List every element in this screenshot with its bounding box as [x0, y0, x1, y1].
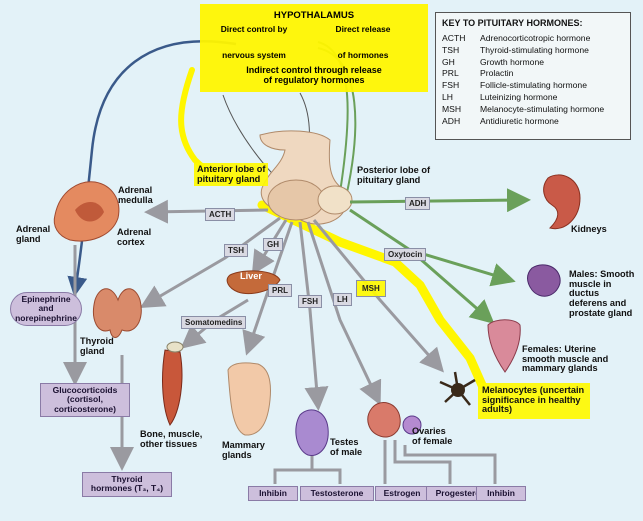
key-abbr: MSH [442, 103, 462, 114]
hypothalamus-title: HYPOTHALAMUS [273, 10, 355, 21]
tsh-tag: TSH [224, 244, 248, 257]
arrow-lh [306, 221, 382, 406]
key-name: Thyroid-stimulating hormone [480, 44, 589, 55]
key-row: MSH Melanocyte-stimulating hormone [442, 104, 624, 116]
indirect-control-label: Indirect control through release of regu… [246, 65, 382, 85]
inhibin-female-box: Inhibin [476, 486, 526, 502]
adh-tag: ADH [405, 197, 431, 210]
key-name: Adrenocorticotropic hormone [480, 33, 591, 43]
direct-control-label-1: Direct control by [220, 24, 288, 34]
key-abbr: GH [442, 56, 455, 67]
torso-shape [227, 362, 271, 436]
key-abbr: FSH [442, 80, 460, 91]
liver-label: Liver [240, 271, 262, 281]
key-abbr: PRL [442, 68, 459, 79]
key-row: TSH Thyroid-stimulating hormone [442, 45, 624, 57]
key-row: PRL Prolactin [442, 68, 624, 80]
prostate-shape [527, 264, 561, 297]
arrow-prl [242, 221, 294, 356]
hypothalamus-box: HYPOTHALAMUS Direct control by nervous s… [200, 4, 428, 92]
lh-tag: LH [333, 293, 352, 306]
direct-release-label-2: of hormones [337, 50, 389, 60]
uterus-shape [487, 319, 521, 373]
testosterone-box: Testosterone [300, 486, 374, 502]
direct-control-label-2: nervous system [222, 50, 286, 60]
key-name: Luteinizing hormone [480, 91, 558, 102]
posterior-lobe-shape [317, 185, 353, 215]
ovary-follicle [402, 415, 422, 435]
prl-tag: PRL [268, 284, 292, 297]
key-abbr: LH [442, 91, 453, 102]
inhibin-male-box: Inhibin [248, 486, 298, 502]
acth-tag: ACTH [205, 208, 236, 221]
mammary-glands-label: Mammary glands [222, 440, 265, 460]
anterior-lobe-label: Anterior lobe of pituitary gland [194, 163, 269, 187]
arrow-msh [312, 219, 444, 373]
msh-tag: MSH [356, 280, 386, 297]
posterior-lobe-label: Posterior lobe of pituitary gland [357, 165, 430, 185]
key-name: Prolactin [480, 68, 514, 79]
testes-hormone-lines [273, 455, 342, 484]
fsh-tag: FSH [298, 295, 322, 308]
direct-release-label-1: Direct release [335, 24, 391, 34]
thyroid-hormones-box: Thyroid hormones (T₃, T₄) [82, 472, 172, 497]
testes-shape [295, 409, 329, 457]
highlight-stroke-diagonal [257, 200, 487, 390]
key-row: GH Growth hormone [442, 57, 624, 69]
adrenal-medulla-label: Adrenal medulla [118, 185, 153, 205]
anterior-lobe-shape [267, 179, 325, 221]
thyroid-gland-label: Thyroid gland [80, 336, 114, 356]
bone-end-top [166, 341, 184, 353]
key-name: Antidiuretic hormone [480, 115, 559, 126]
ovary-shape [367, 402, 401, 438]
arrow-oxytocin-females [409, 248, 495, 324]
muscle-shape [162, 349, 183, 426]
glucocorticoids-box: Glucocorticoids (cortisol, corticosteron… [40, 383, 130, 418]
key-row: FSH Follicle-stimulating hormone [442, 80, 624, 92]
oxytocin-tag: Oxytocin [384, 248, 427, 261]
key-row: ADH Antidiuretic hormone [442, 116, 624, 128]
adrenal-cortex-label: Adrenal cortex [117, 227, 152, 247]
key-name: Follicle-stimulating hormone [480, 80, 587, 91]
key-title: KEY TO PITUITARY HORMONES: [442, 18, 583, 28]
key-abbr: TSH [442, 44, 460, 55]
arrow-adh [349, 188, 531, 213]
hormone-key: KEY TO PITUITARY HORMONES: ACTH Adrenocor… [435, 12, 631, 140]
key-name: Growth hormone [480, 56, 545, 67]
arrow-tsh [139, 216, 281, 309]
kidney-shape [543, 174, 581, 230]
key-name: Melanocyte-stimulating hormone [480, 103, 605, 114]
key-row: ACTH Adrenocorticotropic hormone [442, 33, 624, 45]
adrenal-gland-label: Adrenal gland [16, 224, 51, 244]
ovary-hormone-lines [383, 440, 497, 484]
gh-tag: GH [263, 238, 283, 251]
ovaries-label: Ovaries of female [412, 426, 453, 446]
melanocytes-label: Melanocytes (uncertain significance in h… [478, 383, 591, 419]
epinephrine-box: Epinephrine and norepinephrine [10, 292, 82, 327]
females-target-label: Females: Uterine smooth muscle and mamma… [522, 344, 609, 374]
arrow-oxytocin-males [349, 208, 516, 287]
neural-line [67, 40, 237, 297]
liver-shape [226, 270, 281, 294]
estrogen-box: Estrogen [375, 486, 429, 502]
kidneys-label: Kidneys [571, 224, 607, 234]
key-abbr: ACTH [442, 33, 466, 43]
adrenal-medulla-shape [75, 201, 104, 222]
melanocyte-processes [439, 371, 476, 406]
thyroid-shape [93, 288, 142, 338]
testes-label: Testes of male [330, 437, 363, 457]
bone-muscle-label: Bone, muscle, other tissues [140, 429, 203, 449]
somatomedins-tag: Somatomedins [181, 316, 247, 329]
key-row: LH Luteinizing hormone [442, 92, 624, 104]
males-target-label: Males: Smooth muscle in ductus deferens … [569, 269, 635, 318]
key-abbr: ADH [442, 115, 461, 126]
arrow-fsh [298, 221, 329, 411]
